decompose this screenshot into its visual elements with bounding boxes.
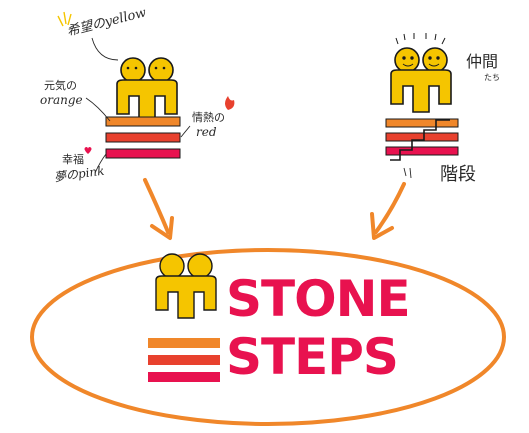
right-figures [391, 48, 451, 112]
right-step-pink [386, 147, 458, 155]
joy-marks [396, 33, 445, 44]
logo-step-red [148, 355, 220, 365]
left-step-red [106, 133, 180, 142]
label-orange: orange [40, 94, 83, 107]
logo-step-orange [148, 338, 220, 348]
label-steps: 階段 [440, 166, 476, 185]
left-sketch [58, 12, 234, 173]
label-friends: 仲間 [466, 54, 498, 71]
logo-text-steps: STEPS [226, 332, 398, 382]
logo-step-pink [148, 372, 220, 382]
flame-doodle [225, 96, 234, 110]
arrow-left [145, 180, 172, 238]
right-leader-lines [404, 168, 411, 178]
label-orange-prefix: 元気の [44, 80, 77, 92]
left-figures [117, 58, 177, 122]
heart-doodle [85, 147, 92, 154]
label-red: red [196, 126, 217, 139]
logo-text-stone: STONE [226, 274, 410, 324]
left-step-pink [106, 149, 180, 158]
label-red-prefix: 情熱の [192, 112, 225, 124]
arrow-right [372, 184, 404, 238]
left-step-orange [106, 117, 180, 126]
logo-figures [156, 254, 216, 318]
label-friends-sub: たち [484, 74, 500, 82]
right-sketch [386, 33, 458, 178]
label-pink-prefix: 幸福 [62, 154, 84, 166]
